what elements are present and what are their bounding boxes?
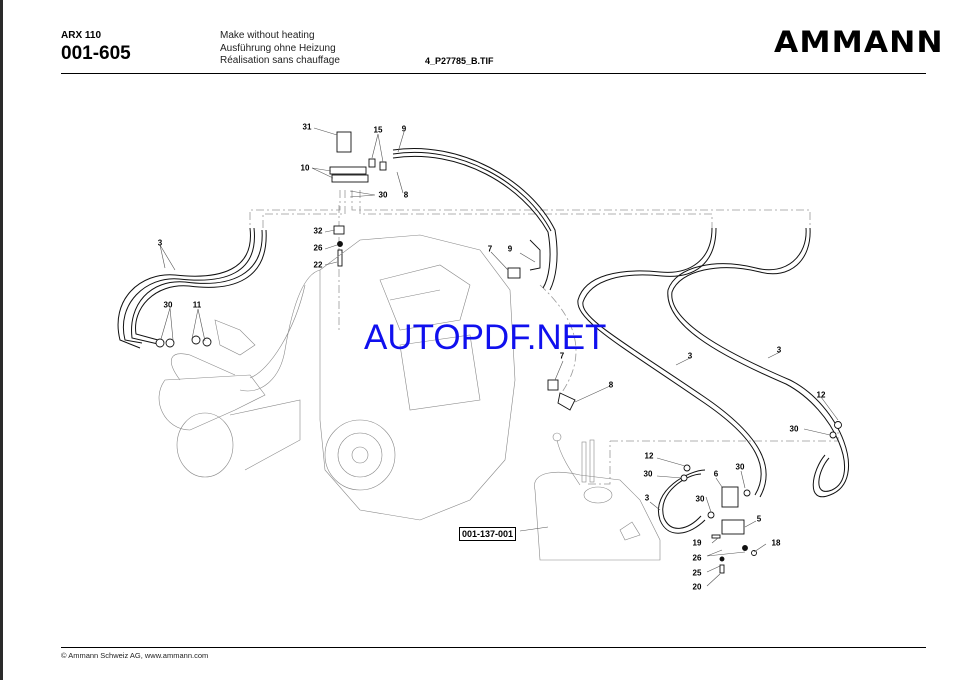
callout-3: 3	[157, 238, 163, 248]
callout-30: 30	[643, 469, 653, 479]
part-6	[721, 486, 739, 508]
callout-22: 22	[313, 260, 323, 270]
part-5	[721, 519, 745, 535]
callout-3: 3	[687, 351, 693, 361]
copyright-footer: © Ammann Schweiz AG, www.ammann.com	[61, 651, 209, 660]
callout-leaders	[159, 127, 839, 587]
part-31	[336, 131, 352, 153]
page-number: 001-605	[61, 43, 131, 64]
callout-6: 6	[713, 469, 719, 479]
callout-5: 5	[756, 514, 762, 524]
fittings	[155, 131, 842, 574]
watermark: AUTOPDF.NET	[364, 318, 607, 357]
page-left-border	[0, 0, 3, 680]
callout-32: 32	[313, 226, 323, 236]
reference-link-001-137-001[interactable]: 001-137-001	[459, 527, 517, 541]
callout-30: 30	[789, 424, 799, 434]
callout-30: 30	[378, 190, 388, 200]
callout-26: 26	[692, 553, 702, 563]
callout-30: 30	[695, 494, 705, 504]
callout-30: 30	[163, 300, 173, 310]
engine-outline	[158, 234, 661, 561]
callout-30: 30	[735, 462, 745, 472]
callout-10: 10	[300, 163, 310, 173]
hose-lines	[117, 148, 849, 534]
callout-31: 31	[302, 122, 312, 132]
footer-divider	[61, 647, 926, 648]
callout-26: 26	[313, 243, 323, 253]
callout-12: 12	[816, 390, 826, 400]
callout-3: 3	[776, 345, 782, 355]
machine-model: ARX 110	[61, 30, 102, 41]
callout-9: 9	[401, 124, 407, 134]
description-fr: Réalisation sans chauffage	[220, 55, 340, 66]
callout-8: 8	[403, 190, 409, 200]
drawing-file-name: 4_P27785_B.TIF	[425, 56, 494, 66]
page-description: Make without heating Ausführung ohne Hei…	[220, 30, 340, 68]
callout-7: 7	[487, 244, 493, 254]
callout-12: 12	[644, 451, 654, 461]
description-en: Make without heating	[220, 30, 315, 41]
callout-11: 11	[192, 300, 202, 310]
callout-8: 8	[608, 380, 614, 390]
callout-19: 19	[692, 538, 702, 548]
callout-9: 9	[507, 244, 513, 254]
callout-20: 20	[692, 582, 702, 592]
description-de: Ausführung ohne Heizung	[220, 42, 336, 54]
callout-15: 15	[373, 125, 383, 135]
part-32	[333, 225, 345, 235]
header-divider	[61, 73, 926, 74]
callout-3: 3	[644, 493, 650, 503]
ammann-logo: AMMANN	[774, 25, 944, 59]
callout-7: 7	[559, 351, 565, 361]
callout-18: 18	[771, 538, 781, 548]
callout-25: 25	[692, 568, 702, 578]
